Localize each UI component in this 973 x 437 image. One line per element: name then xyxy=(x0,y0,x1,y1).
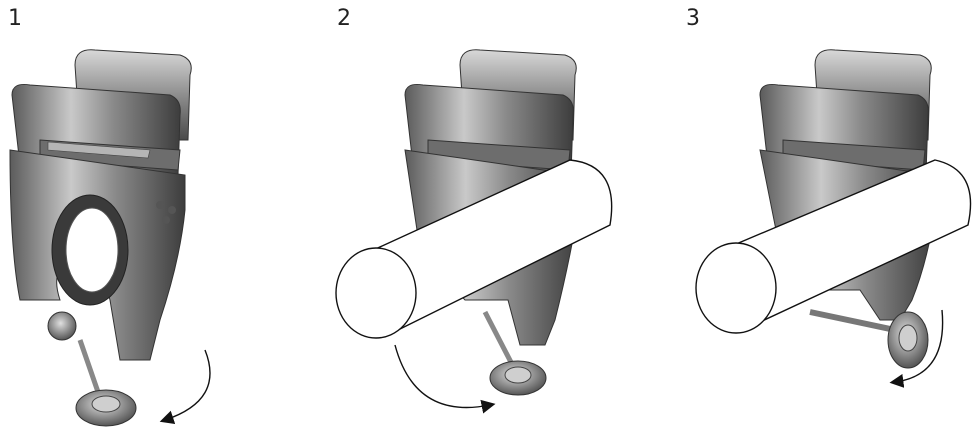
handlebar-tube xyxy=(335,159,613,339)
rotation-arrow xyxy=(159,349,211,424)
thumb-knob xyxy=(489,360,547,396)
rotation-arrow xyxy=(889,309,944,388)
clamp-body xyxy=(9,149,186,361)
tension-screw xyxy=(482,310,518,372)
handlebar-tube xyxy=(695,159,972,334)
clamp-diagram-step-2 xyxy=(335,49,613,414)
rotation-arrow xyxy=(394,344,496,414)
clamp-cradle xyxy=(759,49,932,176)
step-number-1: 1 xyxy=(8,6,22,31)
step-number-3: 3 xyxy=(686,6,700,31)
clamp-diagram-step-3 xyxy=(695,49,972,388)
clamp-cradle xyxy=(404,49,577,176)
thumb-knob xyxy=(887,311,929,369)
clamp-cradle xyxy=(11,49,192,176)
tension-screw xyxy=(809,309,896,333)
thumb-knob xyxy=(75,389,137,427)
tension-screw xyxy=(47,311,101,393)
clamp-diagram-step-1 xyxy=(9,49,211,427)
step-number-2: 2 xyxy=(337,6,351,31)
